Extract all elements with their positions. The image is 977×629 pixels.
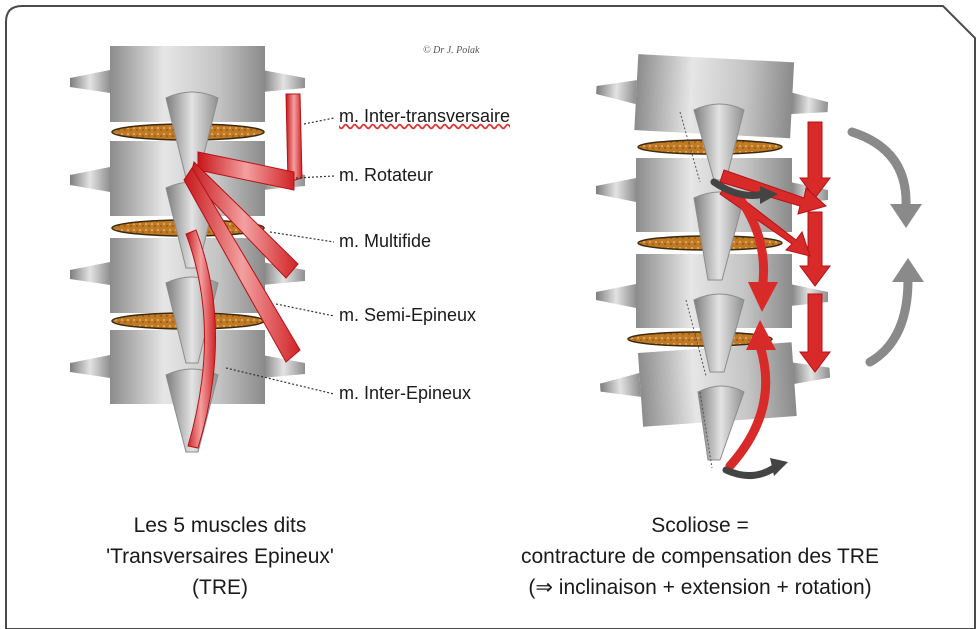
copyright-mark: © Dr J. Polak: [423, 45, 479, 56]
left-caption: Les 5 muscles dits 'Transversaires Epine…: [40, 510, 400, 603]
label-rotateur: m. Rotateur: [339, 165, 433, 186]
label-semi-epineux: m. Semi-Epineux: [339, 305, 476, 326]
label-multifide: m. Multifide: [339, 231, 431, 252]
label-inter-epineux: m. Inter-Epineux: [339, 383, 471, 404]
right-caption: Scoliose = contracture de compensation d…: [440, 510, 960, 603]
muscle-inter-transversaire: [286, 94, 302, 182]
right-caption-line: contracture de compensation des TRE: [440, 541, 960, 572]
right-caption-line: (⇒ inclinaison + extension + rotation): [440, 572, 960, 603]
label-inter-transversaire: m. Inter-transversaire: [339, 106, 510, 127]
left-caption-line: 'Transversaires Epineux': [40, 541, 400, 572]
right-caption-line: Scoliose =: [440, 510, 960, 541]
left-caption-line: Les 5 muscles dits: [40, 510, 400, 541]
left-caption-line: (TRE): [40, 572, 400, 603]
